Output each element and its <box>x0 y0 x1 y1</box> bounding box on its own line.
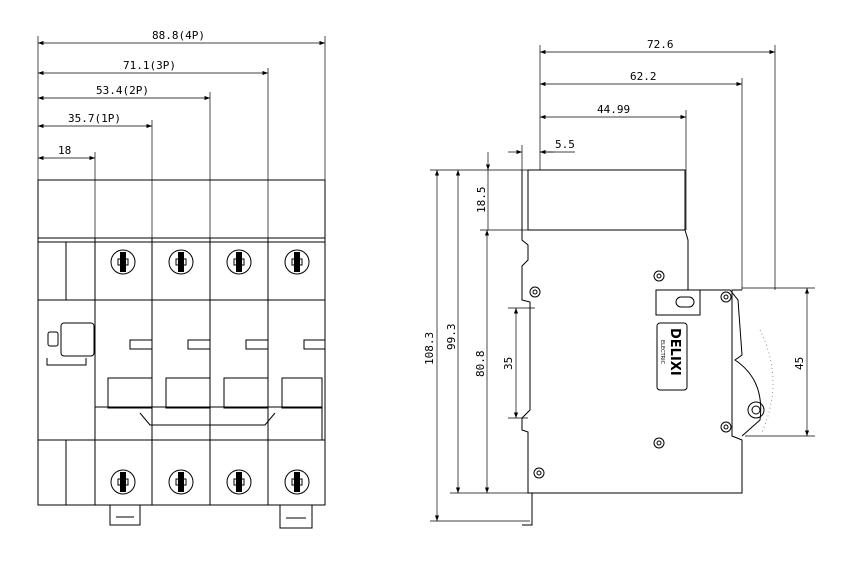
dim-label-62-2: 62.2 <box>630 70 657 83</box>
side-view: 72.6 62.2 44.99 5.5 108.3 99.3 80.8 18.5… <box>423 38 815 526</box>
dim-label-80-8: 80.8 <box>474 351 487 378</box>
dim-label-4p: 88.8(4P) <box>152 29 205 42</box>
dim-label-72-6: 72.6 <box>647 38 674 51</box>
logo-subtitle: ELECTRIC <box>659 340 665 365</box>
dim-label-45: 45 <box>793 357 806 370</box>
front-dimensions: 88.8(4P) 71.1(3P) 53.4(2P) 35.7(1P) 18 <box>37 29 326 238</box>
logo-brand: DELIXI <box>667 328 682 376</box>
front-body <box>37 179 326 529</box>
dim-label-99-3: 99.3 <box>445 324 458 351</box>
test-button <box>60 322 95 357</box>
side-dimensions: 72.6 62.2 44.99 5.5 108.3 99.3 80.8 18.5… <box>423 38 815 522</box>
dim-label-1p: 35.7(1P) <box>68 112 121 125</box>
terminal-screws <box>110 249 310 495</box>
side-body: DELIXI ELECTRIC <box>521 169 774 526</box>
dim-label-3p: 71.1(3P) <box>123 59 176 72</box>
dim-label-18: 18 <box>58 144 71 157</box>
dim-label-108-3: 108.3 <box>423 332 436 365</box>
delixi-logo: DELIXI ELECTRIC <box>656 322 688 391</box>
dim-label-2p: 53.4(2P) <box>96 84 149 97</box>
dim-label-35: 35 <box>502 357 515 370</box>
front-view: 88.8(4P) 71.1(3P) 53.4(2P) 35.7(1P) 18 <box>37 29 326 529</box>
dim-label-5-5: 5.5 <box>555 138 575 151</box>
dim-label-18-5: 18.5 <box>475 187 488 214</box>
dim-label-44-99: 44.99 <box>597 103 630 116</box>
handle-bar <box>94 406 323 441</box>
